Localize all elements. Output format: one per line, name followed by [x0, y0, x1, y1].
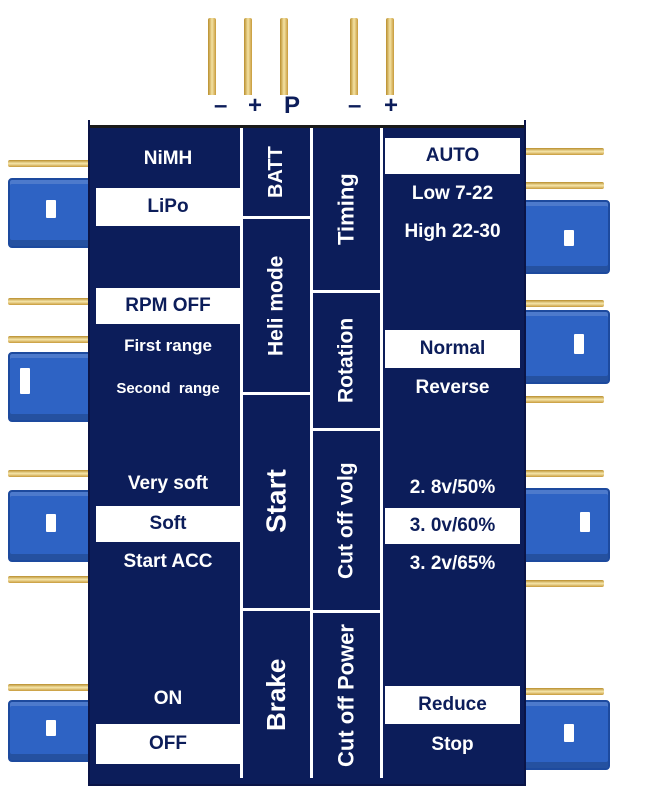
out-plus-label: +: [384, 92, 399, 119]
jumper-start[interactable]: [8, 490, 96, 562]
header-pin: [280, 18, 288, 98]
jumper-timing[interactable]: [522, 200, 610, 274]
option-rpm-off: RPM OFF: [96, 288, 240, 324]
divider: [310, 428, 383, 431]
option-reduce: Reduce: [385, 686, 520, 724]
option-reverse: Reverse: [415, 377, 490, 398]
left-pin: [8, 576, 92, 583]
label-heli-mode: Heli mode: [264, 255, 288, 356]
divider: [240, 128, 243, 778]
divider: [380, 128, 383, 778]
option-stop: Stop: [431, 734, 474, 755]
option-nimh: NiMH: [143, 148, 193, 169]
label-batt: BATT: [265, 146, 287, 198]
option-low: Low 7-22: [411, 183, 494, 204]
option-normal: Normal: [385, 330, 520, 368]
option-very-soft: Very soft: [127, 473, 209, 494]
header-pin: [350, 18, 358, 98]
right-pin: [520, 148, 604, 155]
option-cutoff-28: 2. 8v/50%: [409, 477, 496, 498]
left-pin: [8, 336, 92, 343]
right-pin: [520, 300, 604, 307]
label-start: Start: [260, 469, 292, 534]
right-pin: [520, 688, 604, 695]
right-pin: [520, 580, 604, 587]
header-pin: [386, 18, 394, 98]
pin-legend-strip: [90, 95, 524, 125]
esc-program-card: [90, 122, 524, 784]
batt-plus-label: +: [248, 92, 263, 119]
batt-minus-label: –: [214, 92, 228, 119]
option-brake-on: ON: [153, 688, 183, 709]
option-cutoff-30: 3. 0v/60%: [385, 508, 520, 544]
jumper-cutoff[interactable]: [522, 488, 610, 562]
header-pin: [208, 18, 216, 98]
header-pin: [244, 18, 252, 98]
label-brake: Brake: [261, 658, 291, 731]
jumper-heli[interactable]: [8, 352, 96, 422]
jumper-rotation[interactable]: [522, 310, 610, 384]
option-high: High 22-30: [404, 221, 501, 242]
option-cutoff-32: 3. 2v/65%: [409, 553, 496, 574]
divider: [240, 216, 313, 219]
jumper-power[interactable]: [522, 700, 610, 770]
left-pin: [8, 684, 92, 691]
left-pin: [8, 298, 92, 305]
left-pin: [8, 160, 92, 167]
option-start-acc: Start ACC: [123, 551, 213, 572]
jumper-batt[interactable]: [8, 178, 96, 248]
label-timing: Timing: [333, 173, 359, 245]
divider: [240, 392, 313, 395]
right-pin: [520, 182, 604, 189]
divider: [310, 128, 313, 778]
option-soft: Soft: [96, 506, 240, 542]
option-auto: AUTO: [385, 138, 520, 174]
divider: [240, 608, 313, 611]
label-cutoff-power: Cut off Power: [333, 624, 359, 767]
option-brake-off: OFF: [96, 724, 240, 764]
right-pin: [520, 396, 604, 403]
label-rotation: Rotation: [334, 317, 358, 404]
option-second-range: Second range: [116, 379, 220, 397]
batt-p-label: P: [284, 92, 301, 119]
right-pin: [520, 470, 604, 477]
jumper-brake[interactable]: [8, 700, 96, 762]
option-lipo: LiPo: [96, 188, 240, 226]
divider: [310, 610, 383, 613]
left-pin: [8, 470, 92, 477]
out-minus-label: –: [348, 92, 362, 119]
option-first-range: First range: [124, 336, 212, 355]
divider: [310, 290, 383, 293]
label-cutoff-volg: Cut off volg: [334, 462, 358, 579]
